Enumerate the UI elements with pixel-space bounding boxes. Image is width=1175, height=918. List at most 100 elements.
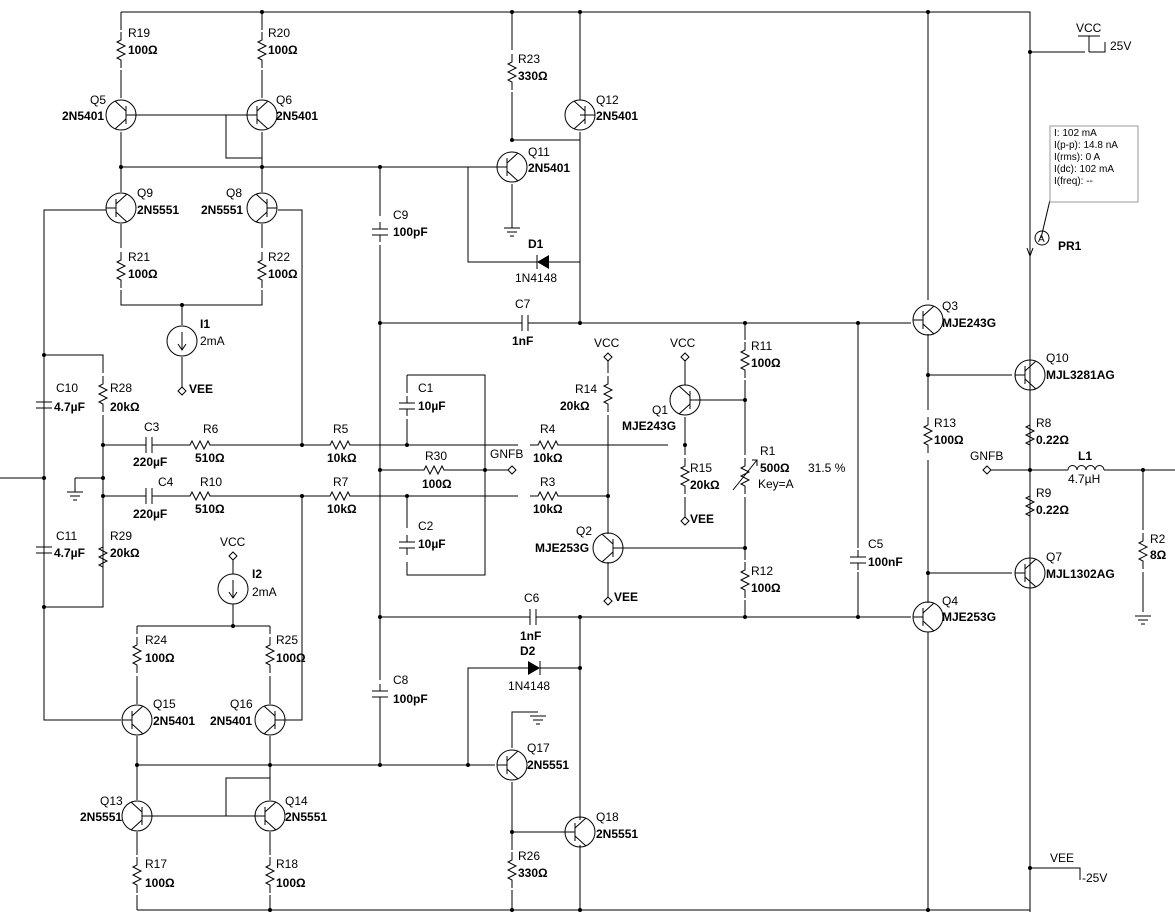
svg-text:C5: C5 bbox=[868, 537, 884, 551]
ground-symbol-input bbox=[66, 491, 84, 501]
svg-text:2mA: 2mA bbox=[200, 334, 225, 348]
svg-text:MJE253G: MJE253G bbox=[535, 541, 589, 555]
svg-text:100Ω: 100Ω bbox=[934, 433, 964, 447]
svg-text:4.7µF: 4.7µF bbox=[54, 546, 85, 560]
svg-text:0.22Ω: 0.22Ω bbox=[1036, 503, 1069, 517]
resistor-r21[interactable]: R21 100Ω bbox=[116, 250, 158, 289]
svg-text:R2: R2 bbox=[1150, 532, 1166, 546]
svg-text:Q8: Q8 bbox=[226, 186, 242, 200]
svg-text:R26: R26 bbox=[518, 849, 540, 863]
resistor-r9[interactable]: R90.22Ω bbox=[1025, 486, 1069, 525]
svg-text:MJE253G: MJE253G bbox=[942, 610, 996, 624]
svg-text:R12: R12 bbox=[751, 564, 773, 578]
svg-text:Q5: Q5 bbox=[90, 93, 106, 107]
svg-text:R7: R7 bbox=[333, 475, 349, 489]
svg-text:VCC: VCC bbox=[220, 535, 246, 549]
current-probe-pr1[interactable]: A PR1 bbox=[1026, 199, 1082, 258]
svg-text:C10: C10 bbox=[56, 381, 78, 395]
svg-text:Q1: Q1 bbox=[652, 403, 668, 417]
svg-text:Q7: Q7 bbox=[1046, 550, 1062, 564]
svg-text:C9: C9 bbox=[393, 208, 409, 222]
svg-text:Q16: Q16 bbox=[230, 697, 253, 711]
svg-text:I(p-p): 14.8 nA: I(p-p): 14.8 nA bbox=[1054, 140, 1118, 151]
svg-text:R6: R6 bbox=[203, 422, 219, 436]
svg-text:Q17: Q17 bbox=[527, 741, 550, 755]
svg-text:D2: D2 bbox=[520, 644, 536, 658]
svg-text:R29: R29 bbox=[110, 529, 132, 543]
svg-text:220µF: 220µF bbox=[133, 507, 167, 521]
supply-vcc-main: VCC 25V bbox=[1076, 21, 1131, 53]
svg-text:Q18: Q18 bbox=[596, 810, 619, 824]
svg-text:220µF: 220µF bbox=[133, 455, 167, 469]
net-vee-q2: VEE bbox=[603, 590, 638, 606]
potentiometer-r1[interactable]: R1 500Ω 31.5 % Key=A bbox=[732, 444, 846, 495]
resistor-r8[interactable]: R80.22Ω bbox=[1025, 416, 1069, 454]
inductor-l1[interactable]: L14.7µH bbox=[1067, 449, 1105, 486]
svg-text:R21: R21 bbox=[128, 250, 150, 264]
svg-text:I1: I1 bbox=[200, 317, 210, 331]
svg-text:R30: R30 bbox=[425, 449, 447, 463]
svg-text:R22: R22 bbox=[268, 250, 290, 264]
svg-text:100Ω: 100Ω bbox=[128, 267, 158, 281]
net-vcc-i2: VCC bbox=[220, 535, 246, 574]
